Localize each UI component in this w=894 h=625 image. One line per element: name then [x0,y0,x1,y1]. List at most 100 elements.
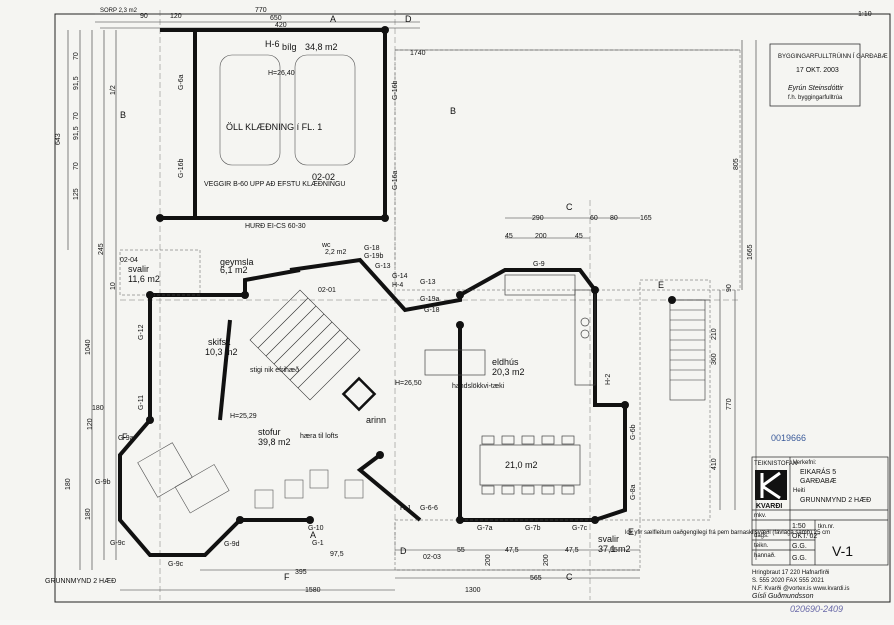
room-code: 02-02 [312,172,335,182]
room-name: eldhús [492,357,519,367]
dim-right-3: 360 [711,353,718,365]
project-name: EIKARÁS 5 [800,467,836,476]
g-tag: G-13 [420,279,436,286]
room-name: svalir [128,264,149,274]
g-tag: G-18 [364,245,380,252]
g-tag: G-9a [118,435,134,442]
company-email: N.F. Kvarði @vortex.is www.kvardi.is [752,585,849,592]
dim-top-10: 200 [535,233,547,240]
dim-top-5: 1740 [410,50,426,57]
dim-bottom-8: 47,5 [565,547,579,554]
plan-title: GRUNNMYND 2 HÆÐ [45,578,116,585]
g-tag: G-6a [178,74,185,90]
dim-top-0: 90 [140,13,148,20]
bottom-signature: Gísli Guðmundsson [752,593,814,600]
balcony-outlines [119,49,741,571]
grid-marker: D [400,546,407,556]
dim-left-0: 643 [55,133,62,145]
handwritten-number: 020690-2409 [790,604,843,614]
grid-marker: C [566,572,573,582]
sheet-label: tkn.nr. [818,524,835,530]
room-name: geymsla [220,257,254,267]
room-code: H-6 [265,39,280,49]
g-tag: H-2 [605,374,612,385]
sheet-number: V-1 [832,543,853,559]
project-town: GARÐABÆ [800,478,837,485]
g-tag: G-16a [392,170,399,190]
dim-left-4: 70 [73,112,80,120]
dim-top-8: 80 [610,215,618,222]
wall-note: VEGGIR B-60 UPP AÐ EFSTU KLÆÐNINGU [204,181,345,188]
g-tag: G-9b [95,479,111,486]
g-tag: G-7a [477,525,493,532]
dim-bottom-2: 395 [295,569,307,576]
drawn-by: G.G. [792,543,807,550]
garage-cars [219,54,356,166]
dim-left-7: 1/2 [110,85,117,95]
elevation-label: H=26,40 [268,70,295,77]
room-name: bílg [282,42,297,52]
heading-label: Heiti [793,488,805,494]
stamp-subtitle: f.h. byggingarfulltrúa [788,95,843,101]
g-tag: G-16b [392,80,399,100]
room-name: stofur [258,427,281,437]
g-tag: G-11 [138,395,145,410]
dim-left-3: 91,5 [73,126,80,140]
dim-right-5: 410 [711,458,718,470]
scale-label: mkv. [754,513,767,519]
dim-left-13: 10 [110,282,117,290]
date-label: dags. [754,533,769,539]
g-tag: G-14 [392,273,408,280]
g-tag: G-7b [525,525,541,532]
g-tag: G-16b [178,158,185,178]
room-area: 6,1 m2 [220,265,248,275]
drawn-label: teikn. [754,543,769,549]
dim-left-12: 180 [92,405,104,412]
stair-treads-right [670,309,705,381]
dim-left-9: 1040 [85,339,92,355]
g-tag: G-8a [630,484,637,500]
dim-bottom-6: 47,5 [505,547,519,554]
g-tag: G-7c [572,525,588,532]
room-area: 37,1 m2 [598,544,631,554]
g-tag: H-1 [400,505,411,512]
dim-left-11: 180 [65,478,72,490]
drawing-heading: GRUNNMYND 2 HÆÐ [800,497,871,504]
g-tags: G-6a G-16b G-16a G-16b G-12 G-11 G-9a G-… [95,74,637,568]
g-tag: G-9d [224,541,240,548]
dim-left-14: 180 [85,508,92,520]
file-stamp-number: 0019666 [771,433,806,443]
grid-marker: D [405,14,412,24]
dim-bottom-0: 1580 [305,587,321,594]
room-name: skifst. [208,337,231,347]
dim-left-1: 125 [73,188,80,200]
garage-walls [160,28,387,220]
dim-top-9: 165 [640,215,652,222]
room-name: ÖLL KLÆÐNING í FL. 1 [226,122,322,132]
company-address: Hringbraut 17 220 Hafnarfirði [752,569,829,576]
living-furniture [137,442,364,514]
company-name: KVARÐI [756,503,782,510]
fireplace-label: arinn [366,415,386,425]
dim-left-8: 245 [98,243,105,255]
left-dimension-lines [67,30,117,570]
structural-columns [146,26,676,524]
dim-left-2: 70 [73,162,80,170]
door-note: HURÐ EI-CS 60-30 [245,223,306,230]
grid-marker: E [658,280,664,290]
dim-bottom-1: 565 [530,575,542,582]
dim-top-12: 45 [575,233,583,240]
dim-bottom-10: 97,5 [330,551,344,558]
dim-top-11: 45 [505,233,513,240]
dim-right-1: 1665 [747,244,754,260]
g-tag: G-10 [308,525,324,532]
dim-bottom-9: 55 [610,547,618,554]
dim-bottom-3: 1300 [465,587,481,594]
stamp-signature: Eyrún Steinsdóttir [788,85,844,92]
room-code: 02-01 [318,287,336,294]
house-walls [118,257,627,557]
g-tag: H-4 [392,282,403,289]
checked-label: hannað. [754,552,776,559]
dim-top-3: 420 [275,22,287,29]
